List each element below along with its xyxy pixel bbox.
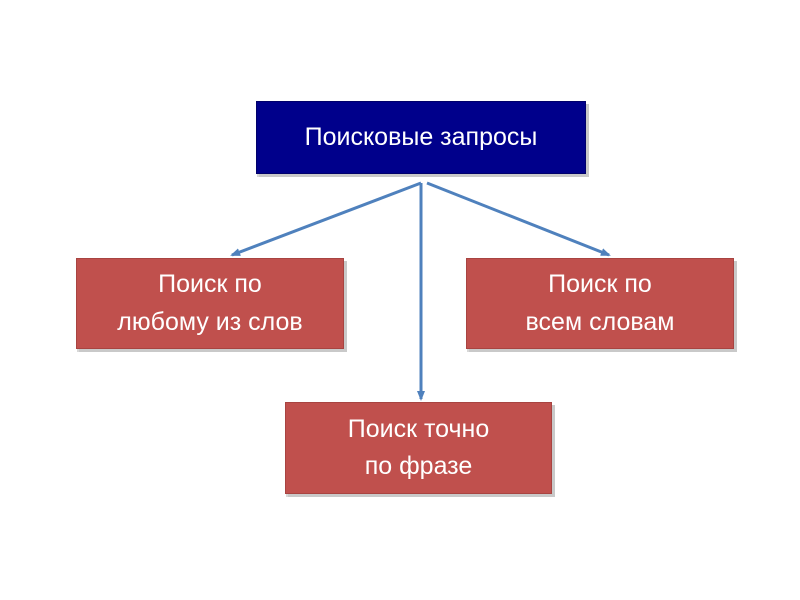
node-search-any-word: Поиск по любому из слов: [76, 258, 344, 349]
edge-root-to-any-word: [230, 181, 422, 257]
root-node-search-queries: Поисковые запросы: [256, 101, 586, 174]
edge-root-to-all-words: [426, 181, 611, 257]
node-search-exact-phrase: Поиск точно по фразе: [285, 402, 552, 494]
node-search-all-words: Поиск по всем словам: [466, 258, 734, 349]
